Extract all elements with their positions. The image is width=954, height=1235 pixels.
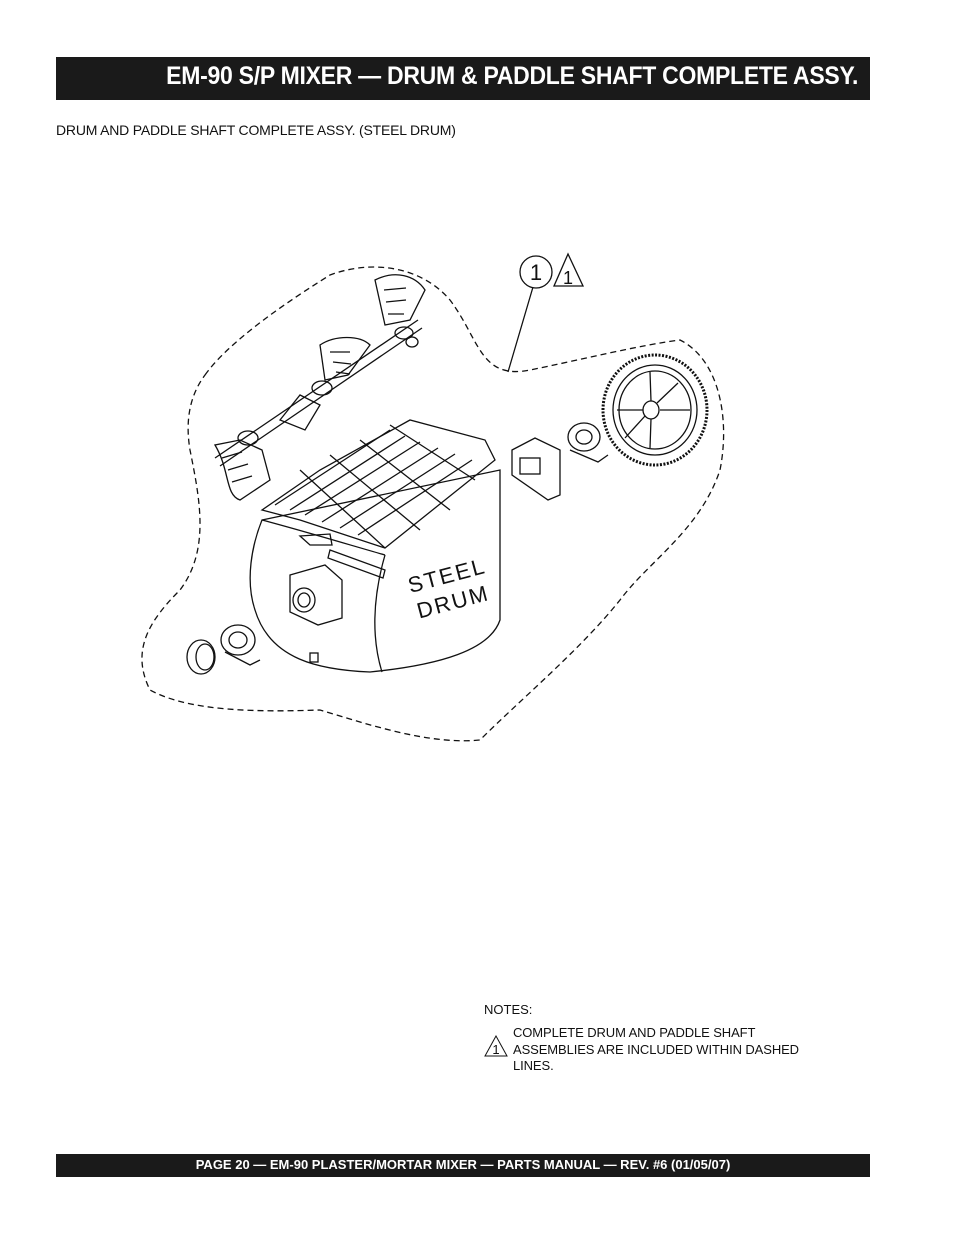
drive-gear bbox=[601, 353, 709, 467]
drum-grate bbox=[260, 419, 496, 549]
callout-leader bbox=[507, 286, 534, 373]
assembly-subtitle: DRUM AND PADDLE SHAFT COMPLETE ASSY. (ST… bbox=[56, 122, 456, 138]
note-text: COMPLETE DRUM AND PADDLE SHAFT ASSEMBLIE… bbox=[513, 1025, 799, 1073]
steel-drum bbox=[249, 469, 501, 673]
drive-side-housing bbox=[511, 422, 609, 501]
page-footer: PAGE 20 — EM-90 PLASTER/MORTAR MIXER — P… bbox=[195, 1157, 731, 1172]
paddle-shaft bbox=[213, 274, 426, 501]
callout-circle bbox=[519, 255, 553, 289]
assembly-boundary-dashed bbox=[141, 266, 725, 742]
page-title: EM-90 S/P MIXER — DRUM & PADDLE SHAFT CO… bbox=[166, 62, 858, 90]
note-triangle-icon: 1 bbox=[484, 1035, 508, 1057]
page-title-bar: EM-90 S/P MIXER — DRUM & PADDLE SHAFT CO… bbox=[56, 57, 870, 100]
callout-item-number: 1 bbox=[530, 260, 542, 285]
callout-note-triangle bbox=[553, 252, 585, 287]
left-bearing bbox=[186, 624, 261, 675]
note-marker: 1 bbox=[492, 1042, 499, 1057]
page-footer-bar: PAGE 20 — EM-90 PLASTER/MORTAR MIXER — P… bbox=[56, 1154, 870, 1177]
notes-heading: NOTES: bbox=[484, 1002, 533, 1017]
callout-note-number: 1 bbox=[563, 268, 573, 288]
